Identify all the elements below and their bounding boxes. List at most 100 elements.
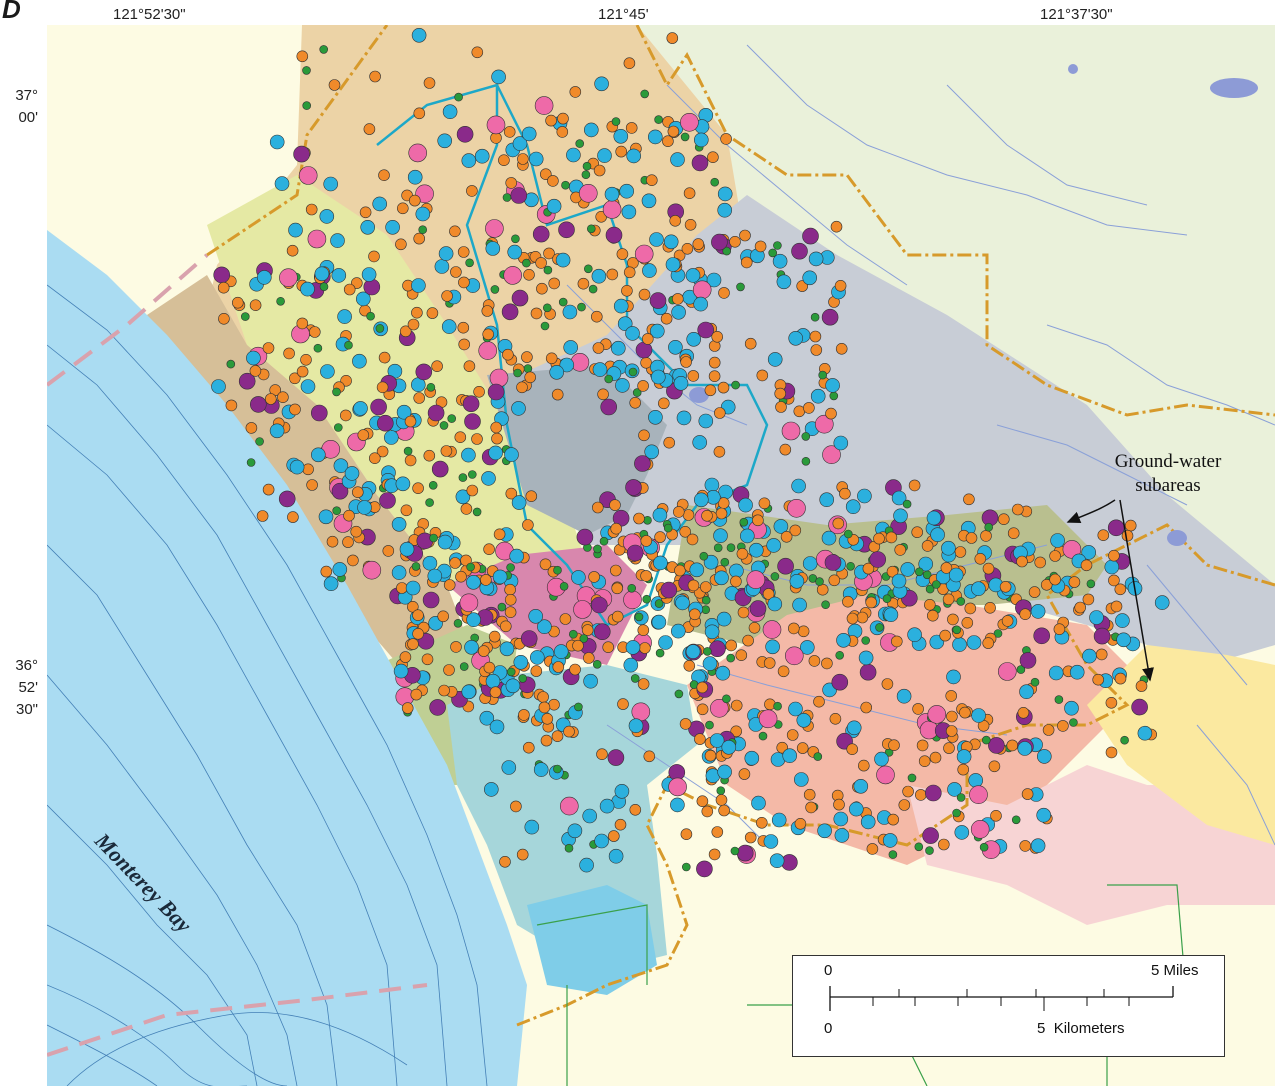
well-point[interactable]: [1097, 529, 1110, 542]
well-point[interactable]: [376, 414, 394, 432]
well-point[interactable]: [529, 650, 545, 665]
well-point[interactable]: [654, 599, 664, 608]
well-point[interactable]: [415, 363, 433, 381]
well-point[interactable]: [763, 657, 776, 669]
well-point[interactable]: [947, 613, 959, 626]
well-point[interactable]: [319, 45, 329, 54]
well-point[interactable]: [648, 409, 663, 425]
well-point[interactable]: [703, 554, 719, 570]
well-point[interactable]: [310, 404, 328, 422]
well-point[interactable]: [511, 401, 526, 416]
well-point[interactable]: [709, 640, 726, 658]
well-point[interactable]: [413, 232, 426, 245]
well-point[interactable]: [408, 143, 428, 163]
well-point[interactable]: [621, 204, 637, 220]
well-point[interactable]: [277, 391, 289, 404]
well-point[interactable]: [546, 198, 562, 214]
well-point[interactable]: [655, 648, 665, 658]
well-point[interactable]: [836, 632, 851, 648]
well-point[interactable]: [471, 46, 484, 59]
well-point[interactable]: [704, 624, 720, 640]
well-point[interactable]: [704, 477, 720, 493]
well-point[interactable]: [701, 595, 711, 605]
well-point[interactable]: [511, 495, 527, 510]
well-point[interactable]: [328, 79, 341, 91]
well-point[interactable]: [881, 678, 894, 690]
well-point[interactable]: [238, 372, 256, 390]
well-point[interactable]: [835, 342, 848, 355]
well-point[interactable]: [474, 148, 490, 164]
well-point[interactable]: [634, 612, 644, 622]
well-point[interactable]: [314, 266, 330, 282]
well-point[interactable]: [857, 759, 870, 772]
well-point[interactable]: [768, 248, 778, 258]
well-point[interactable]: [614, 783, 630, 799]
well-point[interactable]: [582, 652, 595, 664]
well-point[interactable]: [627, 583, 637, 593]
well-point[interactable]: [404, 454, 417, 467]
well-point[interactable]: [738, 497, 753, 513]
well-point[interactable]: [644, 444, 660, 460]
well-point[interactable]: [781, 421, 801, 441]
well-point[interactable]: [463, 360, 476, 373]
well-point[interactable]: [861, 636, 871, 645]
well-point[interactable]: [532, 225, 550, 243]
well-point[interactable]: [1116, 632, 1131, 648]
well-point[interactable]: [583, 264, 593, 274]
well-point[interactable]: [462, 395, 480, 413]
well-point[interactable]: [1068, 576, 1081, 588]
well-point[interactable]: [359, 206, 372, 219]
well-point[interactable]: [625, 479, 642, 496]
well-point[interactable]: [686, 533, 699, 546]
well-point[interactable]: [245, 422, 258, 434]
well-point[interactable]: [696, 860, 713, 878]
well-point[interactable]: [675, 595, 690, 611]
well-point[interactable]: [738, 768, 751, 780]
well-point[interactable]: [556, 126, 569, 138]
well-point[interactable]: [834, 279, 847, 292]
well-point[interactable]: [755, 816, 768, 829]
well-point[interactable]: [758, 709, 778, 729]
well-point[interactable]: [819, 492, 835, 508]
well-point[interactable]: [351, 486, 364, 499]
well-point[interactable]: [466, 612, 481, 628]
well-point[interactable]: [697, 321, 715, 339]
well-point[interactable]: [708, 356, 721, 369]
well-point[interactable]: [599, 536, 609, 546]
well-point[interactable]: [886, 565, 899, 578]
well-point[interactable]: [502, 348, 514, 361]
well-point[interactable]: [1105, 696, 1118, 709]
well-point[interactable]: [1019, 840, 1032, 852]
well-point[interactable]: [423, 449, 436, 462]
well-point[interactable]: [1016, 555, 1028, 568]
well-point[interactable]: [302, 101, 312, 110]
well-point[interactable]: [591, 268, 607, 284]
well-point[interactable]: [1074, 601, 1086, 614]
well-point[interactable]: [829, 391, 839, 401]
well-point[interactable]: [383, 430, 399, 445]
well-point[interactable]: [378, 169, 390, 181]
well-point[interactable]: [715, 507, 728, 520]
well-point[interactable]: [1127, 581, 1143, 596]
well-point[interactable]: [858, 650, 874, 666]
well-point[interactable]: [860, 814, 876, 830]
well-point[interactable]: [503, 266, 523, 285]
well-point[interactable]: [450, 266, 462, 278]
well-point[interactable]: [720, 557, 730, 567]
well-point[interactable]: [344, 340, 353, 350]
well-point[interactable]: [548, 277, 561, 290]
well-point[interactable]: [775, 401, 787, 413]
well-point[interactable]: [643, 750, 656, 763]
well-point[interactable]: [218, 312, 230, 325]
well-point[interactable]: [832, 517, 845, 530]
well-point[interactable]: [997, 662, 1017, 681]
well-point[interactable]: [1019, 652, 1037, 669]
well-point[interactable]: [791, 478, 806, 494]
well-point[interactable]: [318, 509, 334, 525]
well-point[interactable]: [331, 268, 347, 283]
well-point[interactable]: [796, 280, 809, 292]
well-point[interactable]: [647, 129, 663, 145]
well-point[interactable]: [853, 778, 869, 794]
well-point[interactable]: [651, 614, 667, 630]
well-point[interactable]: [537, 691, 549, 703]
